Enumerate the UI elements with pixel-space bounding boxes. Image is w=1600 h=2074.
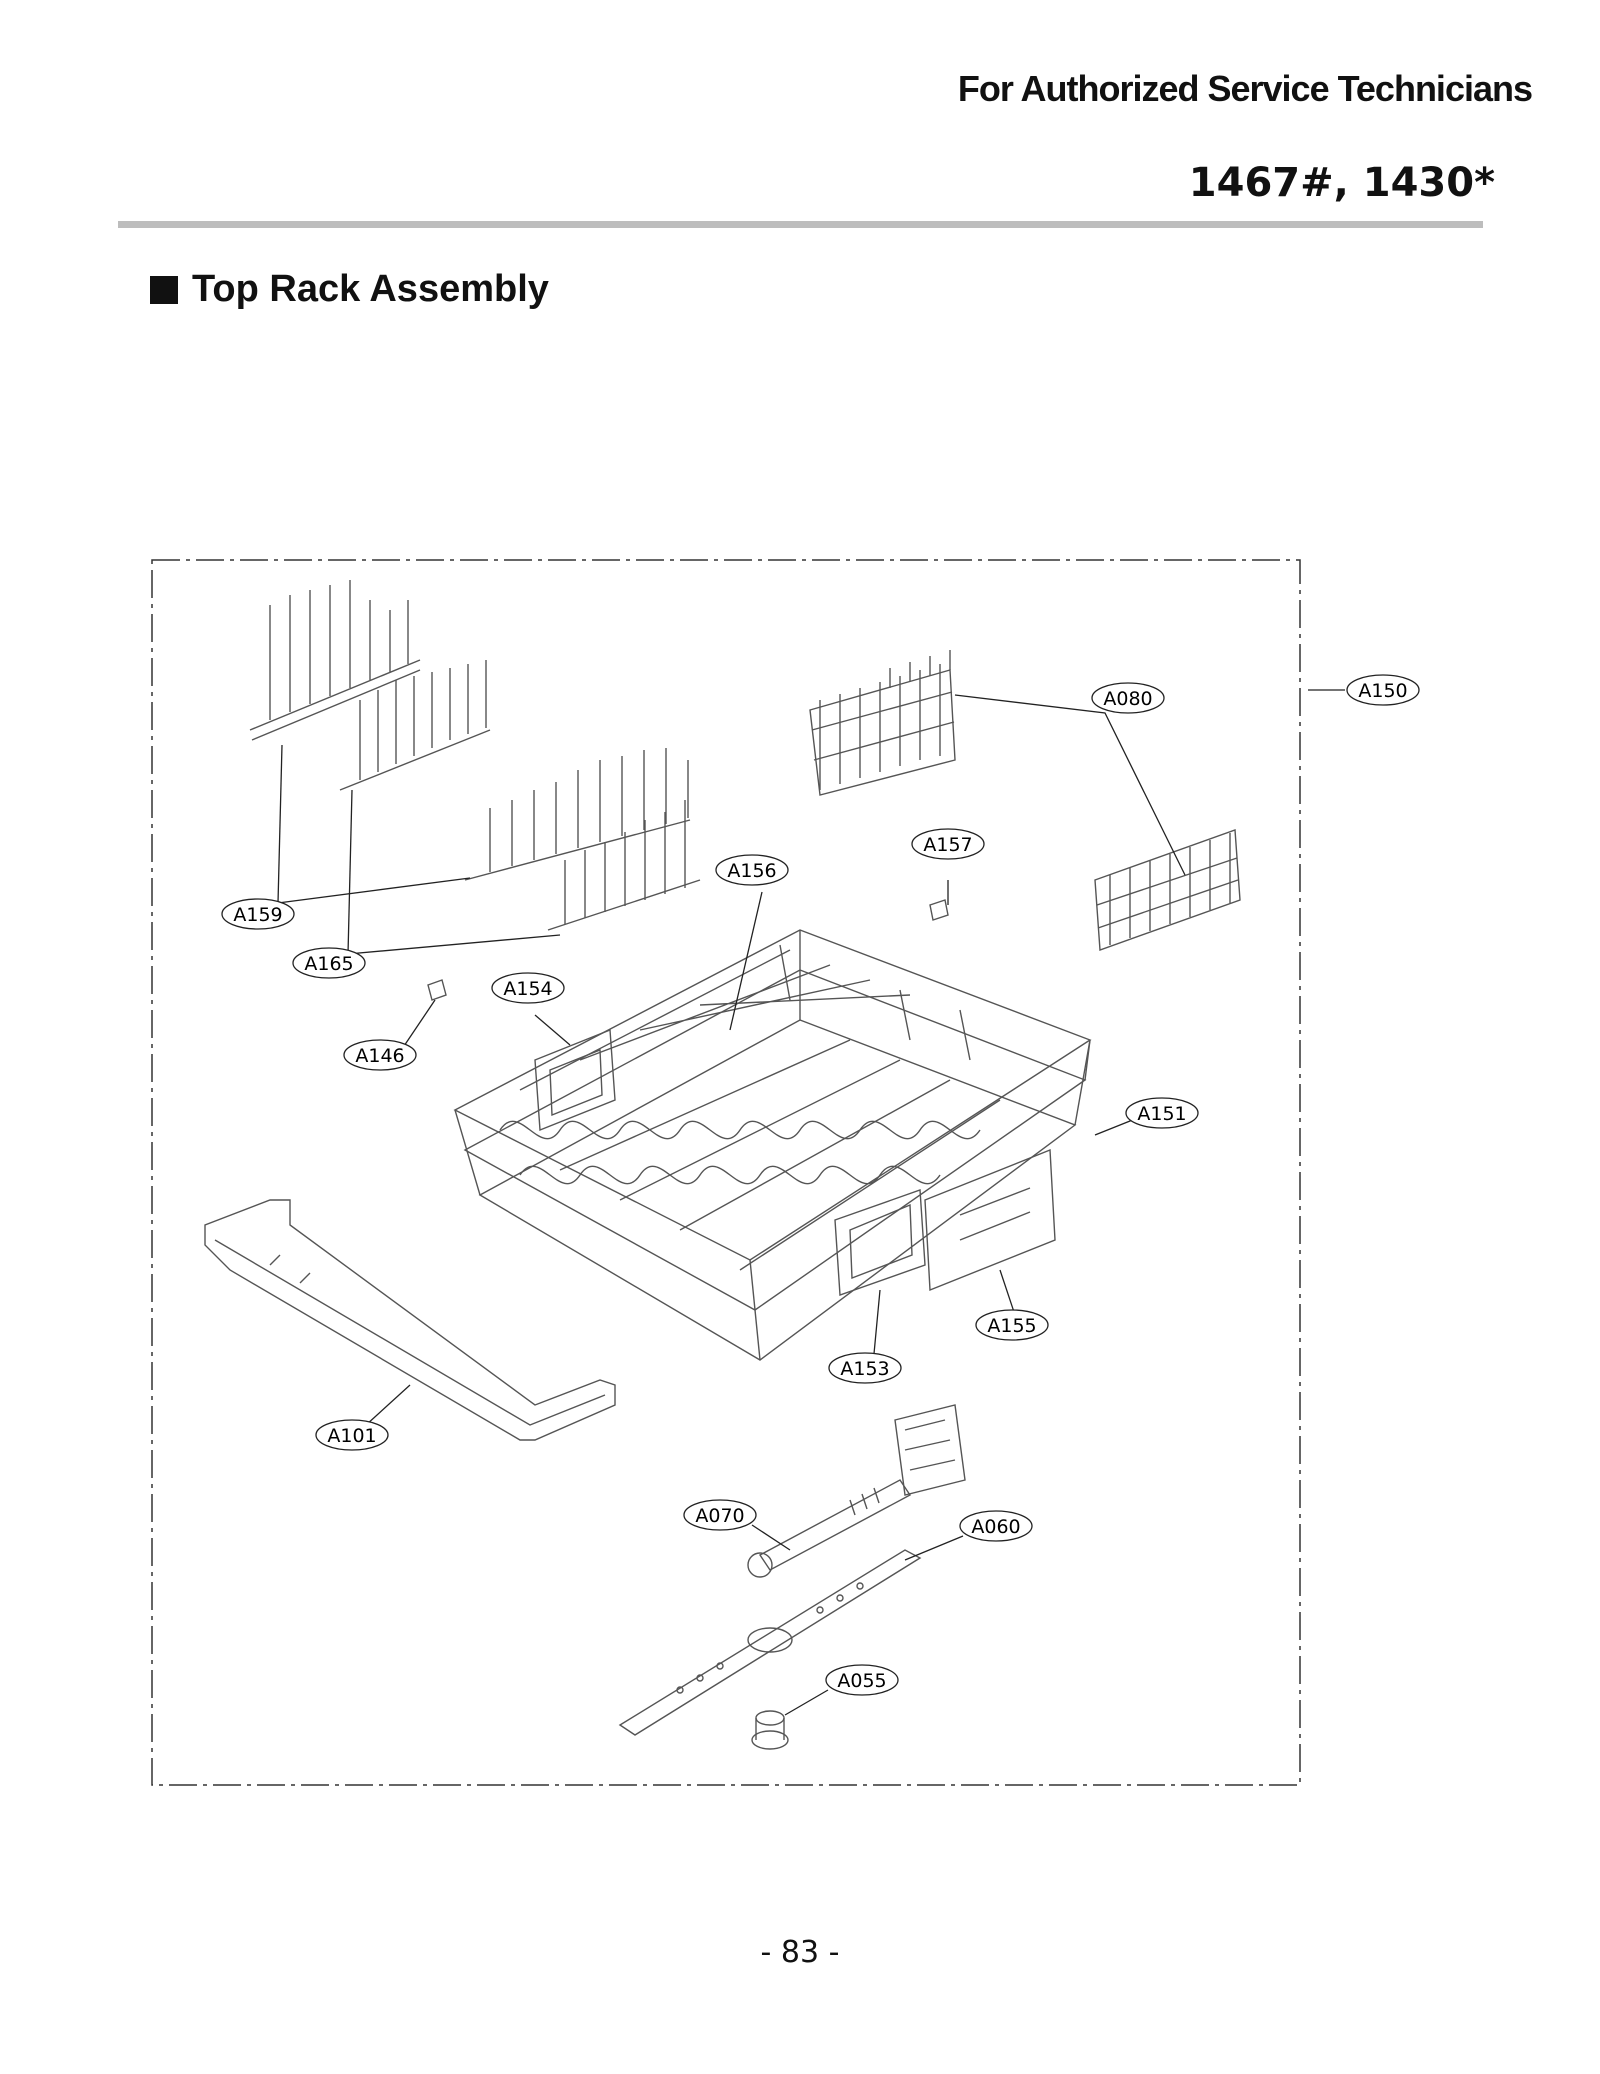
callout-label: A060 — [971, 1516, 1020, 1538]
adjuster-a153 — [834, 1189, 926, 1296]
section-title: Top Rack Assembly — [192, 268, 549, 310]
callout-label: A146 — [355, 1045, 404, 1067]
callout-label: A165 — [304, 953, 353, 975]
spray-arm — [618, 1549, 922, 1736]
callout-a157: A157 — [911, 828, 985, 860]
callout-label: A157 — [923, 834, 972, 856]
callout-label: A155 — [987, 1315, 1036, 1337]
adjuster-a154 — [534, 1028, 616, 1132]
callout-label: A150 — [1358, 680, 1407, 702]
leader-lines — [277, 689, 1345, 1716]
callout-label: A070 — [695, 1505, 744, 1527]
callout-label: A080 — [1103, 688, 1152, 710]
callout-label: A159 — [233, 904, 282, 926]
callout-a156: A156 — [715, 854, 789, 886]
callout-label: A151 — [1137, 1103, 1186, 1125]
cup-shelf-lower — [1094, 829, 1241, 951]
header-audience: For Authorized Service Technicians — [957, 68, 1533, 109]
clip-a146 — [427, 979, 447, 1001]
callout-a150: A150 — [1346, 674, 1420, 706]
callout-label: A156 — [727, 860, 776, 882]
callout-label: A055 — [837, 1670, 886, 1692]
assembly-frame — [151, 559, 1301, 1786]
callout-a080: A080 — [1091, 682, 1165, 714]
bullet-square-icon — [150, 275, 178, 304]
callout-a165: A165 — [292, 947, 366, 979]
callout-a155: A155 — [975, 1309, 1049, 1341]
tine-rack-third — [464, 748, 691, 881]
top-rack-basket — [453, 929, 1092, 1361]
bearing-hub — [751, 1710, 789, 1750]
adjuster-a155 — [924, 1148, 1056, 1292]
clip-a157 — [929, 899, 949, 921]
tine-rack-second — [339, 660, 491, 791]
callout-a146: A146 — [343, 1039, 417, 1071]
tine-rack-upper-left — [249, 580, 421, 741]
tine-rack-fourth — [547, 800, 701, 931]
callout-a154: A154 — [491, 972, 565, 1004]
callout-a151: A151 — [1125, 1097, 1199, 1129]
cup-shelf-upper — [809, 650, 956, 796]
callout-label: A153 — [840, 1358, 889, 1380]
model-number: 1467#, 1430* — [1188, 160, 1495, 206]
rack-handle — [204, 1199, 616, 1441]
callout-label: A101 — [327, 1425, 376, 1447]
feed-tube — [747, 1404, 966, 1578]
page-number: - 83 - — [760, 1935, 840, 1970]
callout-a159: A159 — [221, 898, 295, 930]
header-divider — [118, 221, 1483, 228]
callout-label: A154 — [503, 978, 552, 1000]
section-heading: Top Rack Assembly — [150, 268, 549, 311]
callout-a153: A153 — [828, 1352, 902, 1384]
callout-a101: A101 — [315, 1419, 389, 1451]
callout-a070: A070 — [683, 1499, 757, 1531]
callout-a055: A055 — [825, 1664, 899, 1696]
callout-a060: A060 — [959, 1510, 1033, 1542]
